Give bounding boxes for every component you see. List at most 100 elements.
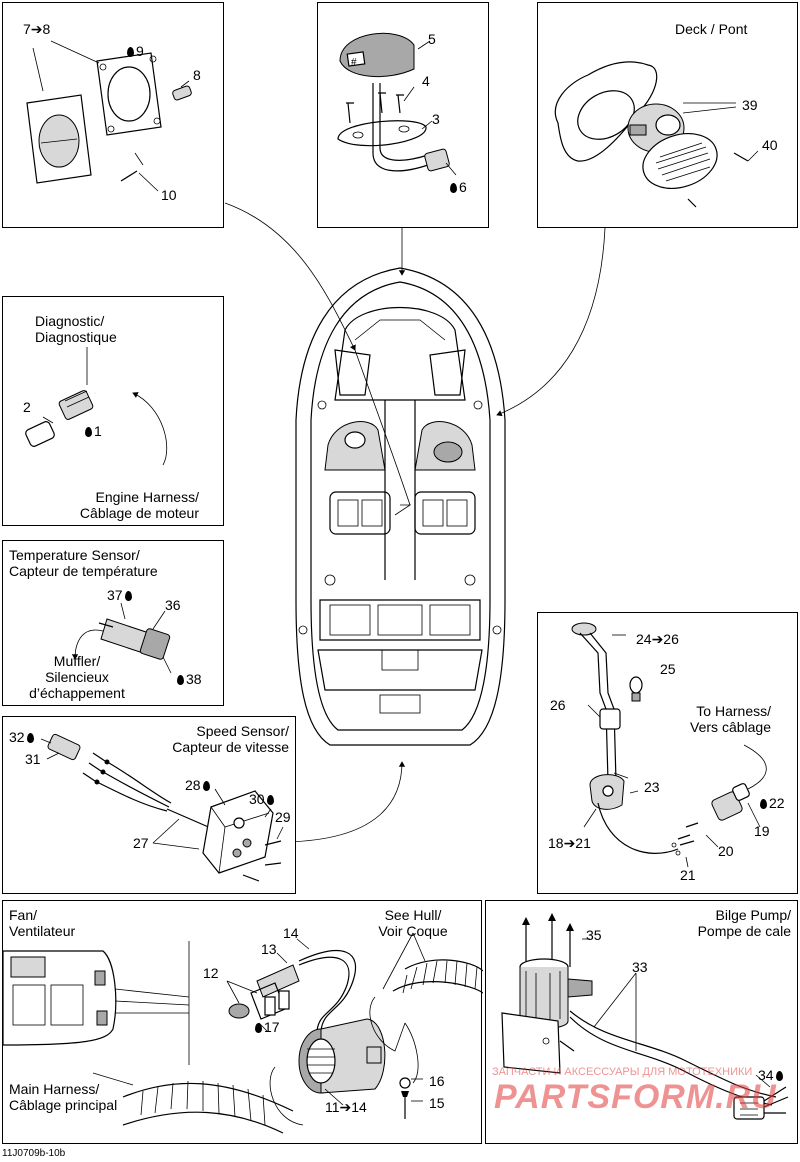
panel-bilge-pump: Bilge Pump/ Pompe de cale 35 33 34 — [485, 900, 798, 1144]
bilge-title-1: Bilge Pump/ — [715, 907, 791, 923]
ref-11-14: 11➔14 — [325, 1099, 367, 1115]
sealant-drop-icon — [760, 799, 767, 809]
panel-switch: 7➔8 9 8 10 — [2, 2, 224, 228]
sealant-drop-icon — [26, 733, 34, 743]
speed-title-1: Speed Sensor/ — [196, 723, 289, 739]
bilge-pump-body — [519, 958, 593, 1029]
fan-vent-valve — [250, 964, 300, 1020]
ref-2: 2 — [23, 399, 31, 415]
ref-21: 21 — [680, 867, 696, 883]
ref-27: 27 — [133, 835, 149, 851]
fan-title-2: Ventilateur — [9, 923, 76, 939]
diagnostic-cable — [92, 306, 209, 397]
ref-3: 3 — [432, 111, 440, 127]
panel-nav-light: # 5 4 3 6 — [317, 2, 489, 228]
ref-40: 40 — [762, 137, 778, 153]
main-harness-label-2: Câblage principal — [9, 1097, 118, 1113]
ref-14: 14 — [283, 925, 299, 941]
ref-26: 26 — [550, 697, 566, 713]
diagnostic-cap — [25, 421, 55, 447]
horn-deck-label: Deck / Pont — [675, 21, 748, 37]
watermark-logo: PARTSFORM.RU — [494, 1078, 777, 1116]
ref-8: 8 — [193, 67, 201, 83]
ref-23: 23 — [644, 779, 660, 795]
ref-36: 36 — [165, 597, 181, 613]
ref-15: 15 — [429, 1095, 445, 1111]
ref-13: 13 — [261, 941, 277, 957]
temperature-title-2: Capteur de température — [9, 563, 158, 579]
see-hull-label-1: See Hull/ — [384, 907, 442, 923]
muffler-label-3: d’échappement — [29, 685, 125, 701]
switch-screw — [120, 152, 144, 182]
fan-motor — [298, 1018, 386, 1094]
panel-temperature: Temperature Sensor/ Capteur de températu… — [2, 540, 224, 706]
engine-harness-label-1: Engine Harness/ — [95, 489, 199, 505]
panel-horn: Deck / Pont 39 40 — [537, 2, 798, 228]
bilge-title-2: Pompe de cale — [697, 923, 791, 939]
nav-light-connector — [424, 148, 450, 172]
fan-grommet — [228, 1003, 250, 1019]
svg-text:#: # — [351, 57, 357, 68]
sealant-drop-icon — [177, 675, 184, 685]
speed-terminals — [82, 752, 110, 785]
main-harness-label-1: Main Harness/ — [9, 1081, 100, 1097]
ref-28: 28 — [185, 777, 212, 793]
ref-24-26: 24➔26 — [636, 631, 679, 647]
ref-33: 33 — [632, 959, 648, 975]
ref-17: 17 — [255, 1019, 280, 1035]
lamp-bulb — [629, 676, 643, 702]
lamp-pole — [571, 622, 621, 782]
bilge-screws — [522, 913, 574, 967]
ref-4: 4 — [422, 73, 430, 89]
ref-18-21: 18➔21 — [548, 835, 591, 851]
ref-22: 22 — [760, 795, 785, 811]
ref-34: 34 — [758, 1067, 785, 1083]
sealant-drop-icon — [255, 1023, 262, 1033]
bilge-switch-box — [501, 1012, 575, 1074]
sealant-drop-icon — [124, 591, 132, 601]
nav-light-dome: # — [339, 32, 415, 78]
ref-20: 20 — [718, 843, 734, 859]
panel-diagnostic: Diagnostic/ Diagnostique 2 1 Engine Harn… — [2, 296, 224, 526]
ref-16: 16 — [429, 1073, 445, 1089]
bilge-connector — [733, 1086, 789, 1120]
fan-wires — [298, 950, 357, 1032]
temperature-title-1: Temperature Sensor/ — [9, 547, 140, 563]
ref-32: 32 — [9, 729, 36, 745]
nav-light-screws — [346, 92, 404, 124]
diagram-id: 11J0709b-10b — [2, 1148, 66, 1159]
switch-cover — [26, 94, 92, 184]
lamp-harness-label-2: Vers câblage — [690, 719, 771, 735]
panel-fan: Fan/ Ventilateur 14 13 12 17 11➔14 16 15… — [2, 900, 483, 1144]
switch-frame — [96, 52, 162, 136]
ref-35: 35 — [586, 927, 602, 943]
deck-cutout — [554, 61, 658, 162]
lamp-socket — [589, 774, 625, 810]
speed-connector — [47, 733, 81, 761]
watermark-tagline: ЗАПЧАСТИ И АКСЕССУАРЫ ДЛЯ МОТОТЕХНИКИ — [492, 1066, 753, 1078]
ref-25: 25 — [660, 661, 676, 677]
nav-light-wires — [372, 83, 429, 172]
fan-boat-stern — [3, 950, 117, 1046]
speed-screws — [242, 840, 282, 882]
sealant-drop-icon — [127, 47, 134, 57]
leader-lines — [224, 202, 606, 843]
horn-grille — [642, 133, 718, 189]
nav-light-base — [337, 120, 427, 147]
lamp-harness-label-1: To Harness/ — [696, 703, 771, 719]
ref-7-8: 7➔8 — [23, 21, 51, 37]
fan-title-1: Fan/ — [9, 907, 38, 923]
temperature-sensor — [98, 618, 171, 660]
sealant-drop-icon — [85, 427, 92, 437]
lamp-connector — [711, 783, 750, 821]
ref-19: 19 — [754, 823, 770, 839]
speed-title-2: Capteur de vitesse — [172, 739, 289, 755]
ref-29: 29 — [275, 809, 291, 825]
muffler-label-2: Silencieux — [45, 669, 109, 685]
lamp-wire — [597, 802, 679, 854]
sealant-drop-icon — [450, 183, 457, 193]
speed-wires — [98, 762, 214, 830]
ref-31: 31 — [25, 751, 41, 767]
ref-37: 37 — [107, 587, 134, 603]
see-hull-label-2: Voir Coque — [378, 923, 448, 939]
